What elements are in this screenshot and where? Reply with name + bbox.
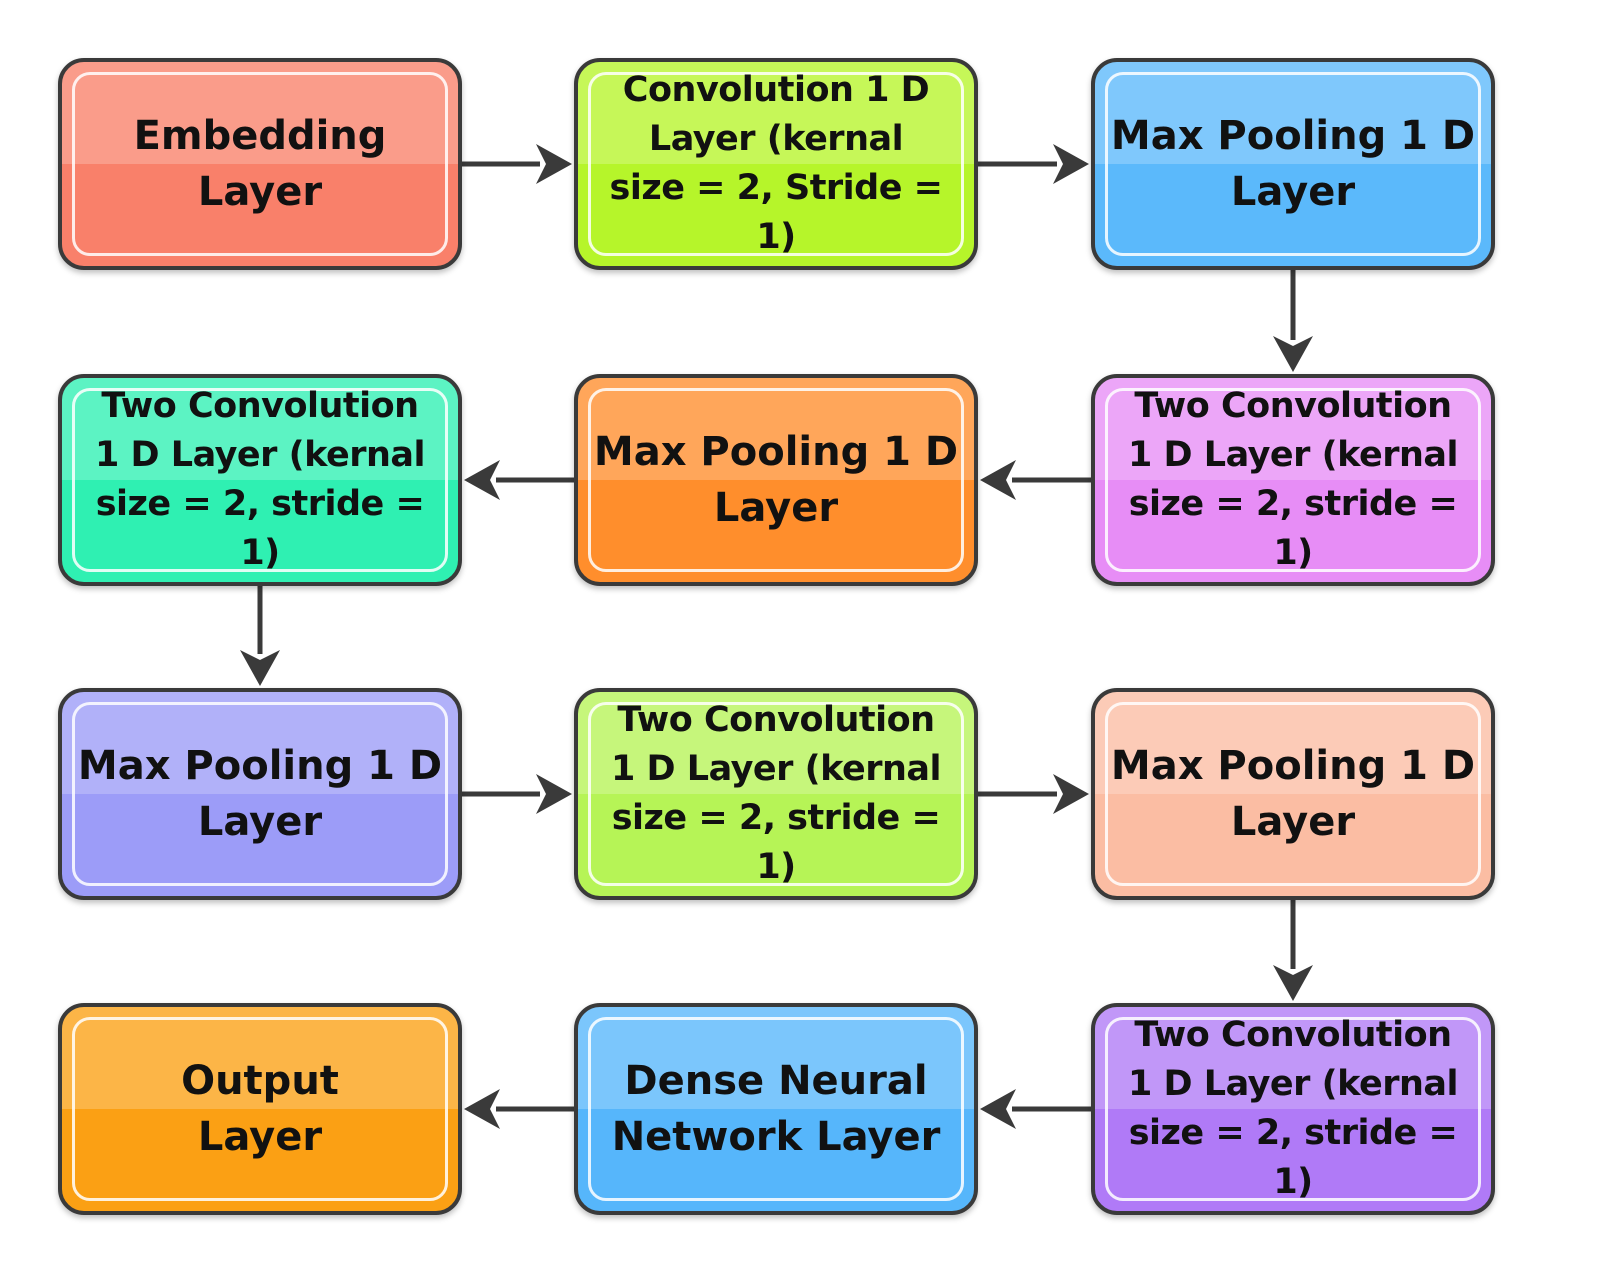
node-gloss <box>578 62 974 164</box>
arrow-n7-to-n8 <box>462 774 572 814</box>
node-gloss <box>62 62 458 164</box>
two-convolution-layer-node-2: Two Convolution 1 D Layer (kernal size =… <box>58 374 462 586</box>
two-convolution-layer-node-1: Two Convolution 1 D Layer (kernal size =… <box>1091 374 1495 586</box>
arrow-n11-to-n10 <box>464 1089 574 1129</box>
arrow-head <box>1053 144 1089 184</box>
node-inner-border <box>588 702 964 886</box>
node-inner-border <box>1105 702 1481 886</box>
convolution-1d-layer-node: Convolution 1 D Layer (kernal size = 2, … <box>574 58 978 270</box>
max-pooling-1d-layer-node-3: Max Pooling 1 D Layer <box>58 688 462 900</box>
node-inner-border <box>1105 72 1481 256</box>
arrow-head <box>536 144 572 184</box>
arrow-head <box>536 774 572 814</box>
arrow-head <box>464 460 500 500</box>
node-gloss <box>1095 692 1491 794</box>
arrow-n2-to-n3 <box>978 144 1089 184</box>
node-label: Max Pooling 1 D Layer <box>1110 113 1476 215</box>
embedding-layer-node: Embedding Layer <box>58 58 462 270</box>
node-label: Output Layer <box>181 1058 339 1160</box>
node-gloss <box>1095 378 1491 480</box>
node-label: Two Convolution 1 D Layer (kernal size =… <box>1128 386 1458 573</box>
arrow-n6-to-n5 <box>980 460 1091 500</box>
node-label: Dense Neural Network Layer <box>611 1058 941 1160</box>
node-gloss <box>62 378 458 480</box>
node-inner-border <box>1105 388 1481 572</box>
max-pooling-1d-layer-node-1: Max Pooling 1 D Layer <box>1091 58 1495 270</box>
arrow-head <box>464 1089 500 1129</box>
node-inner-border <box>72 388 448 572</box>
node-inner-border <box>588 72 964 256</box>
node-gloss <box>578 1007 974 1109</box>
node-gloss <box>1095 62 1491 164</box>
max-pooling-1d-layer-node-4: Max Pooling 1 D Layer <box>1091 688 1495 900</box>
node-gloss <box>1095 1007 1491 1109</box>
node-inner-border <box>72 1017 448 1201</box>
node-label: Max Pooling 1 D Layer <box>1110 743 1476 845</box>
dense-neural-network-layer-node: Dense Neural Network Layer <box>574 1003 978 1215</box>
node-label: Convolution 1 D Layer (kernal size = 2, … <box>609 70 943 257</box>
two-convolution-layer-node-4: Two Convolution 1 D Layer (kernal size =… <box>1091 1003 1495 1215</box>
two-convolution-layer-node-3: Two Convolution 1 D Layer (kernal size =… <box>574 688 978 900</box>
arrow-head <box>1273 336 1313 372</box>
node-inner-border <box>588 1017 964 1201</box>
node-label: Two Convolution 1 D Layer (kernal size =… <box>1128 1015 1458 1202</box>
node-label: Embedding Layer <box>133 113 387 215</box>
node-inner-border <box>588 388 964 572</box>
arrow-n1-to-n2 <box>462 144 572 184</box>
max-pooling-1d-layer-node-2: Max Pooling 1 D Layer <box>574 374 978 586</box>
arrow-n5-to-n4 <box>464 460 574 500</box>
node-label: Two Convolution 1 D Layer (kernal size =… <box>95 386 425 573</box>
arrow-n9-to-n12 <box>1273 900 1313 1001</box>
arrow-head <box>1273 965 1313 1001</box>
output-layer-node: Output Layer <box>58 1003 462 1215</box>
node-label: Max Pooling 1 D Layer <box>593 429 959 531</box>
node-gloss <box>62 692 458 794</box>
arrow-n8-to-n9 <box>978 774 1089 814</box>
arrow-head <box>980 460 1016 500</box>
node-inner-border <box>72 702 448 886</box>
node-inner-border <box>1105 1017 1481 1201</box>
node-gloss <box>578 692 974 794</box>
node-inner-border <box>72 72 448 256</box>
arrow-n4-to-n7 <box>240 586 280 686</box>
node-label: Two Convolution 1 D Layer (kernal size =… <box>611 700 941 887</box>
arrow-head <box>240 650 280 686</box>
node-gloss <box>578 378 974 480</box>
node-label: Max Pooling 1 D Layer <box>77 743 443 845</box>
arrow-head <box>980 1089 1016 1129</box>
arrow-head <box>1053 774 1089 814</box>
arrow-n12-to-n11 <box>980 1089 1091 1129</box>
node-gloss <box>62 1007 458 1109</box>
arrow-n3-to-n6 <box>1273 270 1313 372</box>
